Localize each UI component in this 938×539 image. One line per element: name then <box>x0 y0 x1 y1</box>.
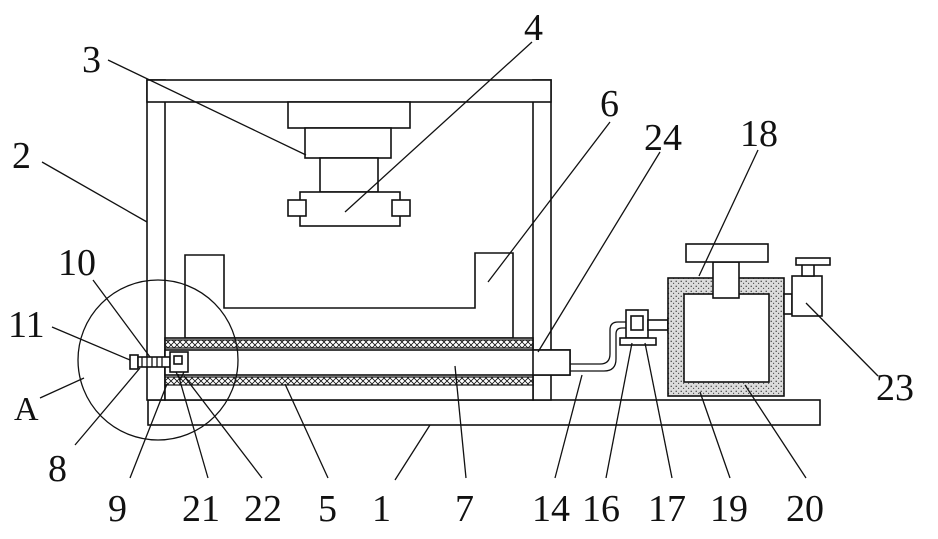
leader-3 <box>108 60 306 155</box>
valve-knob <box>130 355 138 369</box>
press-rod <box>320 158 378 192</box>
leader-11 <box>52 327 130 360</box>
tank-inner <box>684 294 769 382</box>
mesh-layer-upper <box>165 340 533 348</box>
leader-23 <box>806 303 878 376</box>
leader-1 <box>395 425 430 480</box>
label-17: 17 <box>648 488 686 530</box>
label-4: 4 <box>524 7 543 49</box>
tank-motor-cap <box>686 244 768 262</box>
label-14: 14 <box>532 488 570 530</box>
leader-10 <box>93 280 150 357</box>
channel-outlet <box>533 350 570 375</box>
outlet-valve-handwheel <box>796 258 830 265</box>
tank-motor-neck <box>713 262 739 298</box>
press-cylinder-upper <box>288 102 410 128</box>
label-a: A <box>14 391 39 428</box>
leader-2 <box>42 162 147 222</box>
label-20: 20 <box>786 488 824 530</box>
label-10: 10 <box>58 242 96 284</box>
label-3: 3 <box>82 39 101 81</box>
frame-top-beam <box>147 80 551 102</box>
label-6: 6 <box>600 83 619 125</box>
upper-die <box>300 192 400 226</box>
label-24: 24 <box>644 117 682 159</box>
pump-outlet <box>648 320 668 330</box>
mesh-layer-lower <box>165 377 533 385</box>
pump-window <box>631 316 643 330</box>
leader-8 <box>75 368 140 445</box>
label-9: 9 <box>108 488 127 530</box>
label-23: 23 <box>876 367 914 409</box>
leader-20 <box>745 385 806 478</box>
label-16: 16 <box>582 488 620 530</box>
base-plate <box>148 400 820 425</box>
heating-channel-tube <box>165 350 570 375</box>
press-cylinder-lower <box>305 128 391 158</box>
label-2: 2 <box>12 135 31 177</box>
pump-base <box>620 338 656 345</box>
leader-a <box>40 378 84 398</box>
label-11: 11 <box>8 304 45 346</box>
label-5: 5 <box>318 488 337 530</box>
valve-stem <box>138 357 170 367</box>
die-clamp-right <box>392 200 410 216</box>
label-22: 22 <box>244 488 282 530</box>
label-8: 8 <box>48 448 67 490</box>
valve-core <box>174 356 182 364</box>
label-18: 18 <box>740 113 778 155</box>
label-21: 21 <box>182 488 220 530</box>
die-clamp-left <box>288 200 306 216</box>
leader-14 <box>555 375 582 478</box>
outlet-valve-body <box>792 276 822 316</box>
frame-left-column <box>147 80 165 400</box>
label-7: 7 <box>455 488 474 530</box>
label-1: 1 <box>372 488 391 530</box>
label-19: 19 <box>710 488 748 530</box>
lower-die <box>185 253 513 338</box>
outlet-flange <box>784 294 792 314</box>
